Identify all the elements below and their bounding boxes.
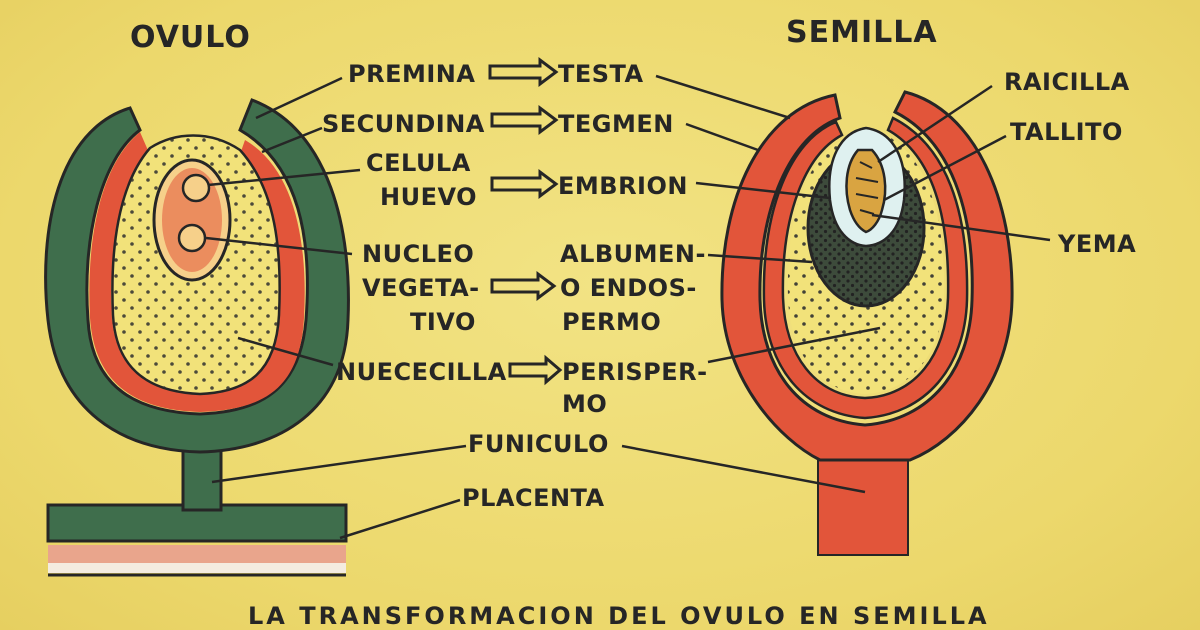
seed-tegmen — [762, 116, 969, 420]
label-tegmen: TEGMEN — [558, 110, 674, 138]
ovule-drawing — [44, 98, 350, 577]
arrow-premina-testa — [488, 57, 559, 87]
label-vegeta: VEGETA- — [362, 274, 480, 302]
arrow-huevo-embrion — [490, 169, 559, 199]
ovule-vegetative-nucleus — [177, 223, 207, 253]
arrow-nucleo-albumen — [490, 271, 557, 301]
title-semilla: SEMILLA — [786, 15, 938, 50]
label-o-endos: O ENDOS- — [560, 274, 697, 302]
label-celula: CELULA — [366, 149, 471, 177]
ovule-placenta — [46, 503, 348, 577]
arrow-secundina-tegmen — [490, 105, 559, 135]
leader-lines — [205, 74, 1051, 540]
label-tivo: TIVO — [410, 308, 476, 336]
label-permo: PERMO — [562, 308, 661, 336]
label-mo: MO — [562, 390, 607, 418]
label-embrion: EMBRION — [558, 172, 688, 200]
seed-testa — [720, 90, 1014, 462]
label-nuececilla: NUECECILLA — [336, 358, 507, 386]
label-nucleo: NUCLEO — [362, 240, 474, 268]
seed-embryo — [845, 148, 887, 234]
label-testa: TESTA — [558, 60, 644, 88]
label-albumen: ALBUMEN- — [560, 240, 706, 268]
label-yema: YEMA — [1057, 230, 1136, 258]
label-secundina: SECUNDINA — [322, 110, 485, 138]
caption: LA TRANSFORMACION DEL OVULO EN SEMILLA — [248, 602, 990, 630]
label-tallito: TALLITO — [1010, 118, 1123, 146]
label-funiculo: FUNICULO — [468, 430, 609, 458]
label-raicilla: RAICILLA — [1004, 68, 1130, 96]
title-ovulo: OVULO — [130, 20, 251, 55]
seed-funiculus — [817, 454, 909, 556]
label-perisper: PERISPER- — [562, 358, 708, 386]
label-premina: PREMINA — [348, 60, 475, 88]
label-placenta: PLACENTA — [462, 484, 605, 512]
ovule-egg-cell — [181, 173, 211, 203]
label-huevo: HUEVO — [380, 183, 477, 211]
transform-arrows — [488, 57, 563, 386]
seed-drawing — [720, 90, 1014, 556]
arrow-nuececilla-perispermo — [508, 354, 563, 386]
